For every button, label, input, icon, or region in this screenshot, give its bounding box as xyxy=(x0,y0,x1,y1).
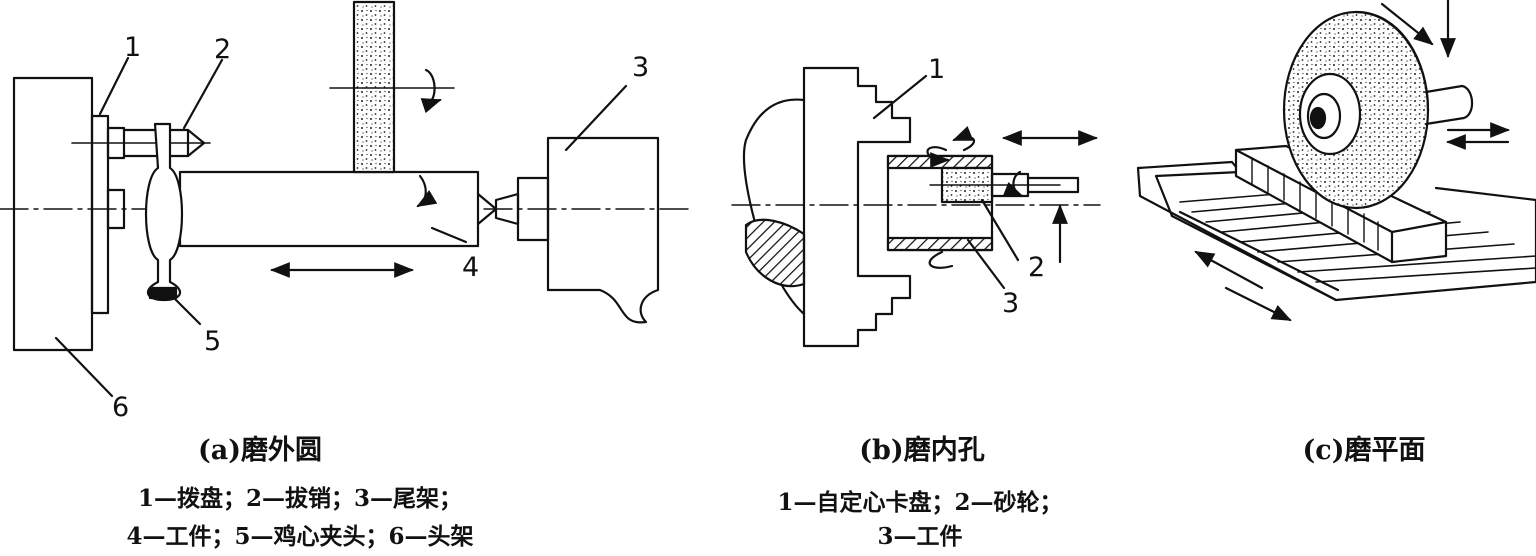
legend-b-line-2: 3—工件 xyxy=(877,523,963,550)
label-2-a: 2 xyxy=(214,34,231,65)
panel-b-drawing xyxy=(731,66,1101,348)
label-1-a: 1 xyxy=(124,32,141,63)
panel-b-part-numbers: 1 2 3 xyxy=(928,54,1045,319)
legend-a-line-2: 4—工件；5—鸡心夹头；6—头架 xyxy=(126,523,474,550)
machine-table xyxy=(1136,166,1536,302)
grinding-wheel xyxy=(352,0,396,174)
panel-a-drawing xyxy=(0,0,689,398)
label-3-b: 3 xyxy=(1002,288,1019,319)
drive-plate xyxy=(90,114,110,315)
label-4-a: 4 xyxy=(462,252,479,283)
label-6-a: 6 xyxy=(112,392,129,423)
legend-b: 1—自定心卡盘；2—砂轮； 3—工件 xyxy=(777,486,1062,554)
legend-b-line-1: 1—自定心卡盘；2—砂轮； xyxy=(777,489,1063,516)
dog-clamp xyxy=(144,122,184,302)
label-5-a: 5 xyxy=(204,326,221,357)
workpiece xyxy=(178,170,480,248)
legend-a: 1—拨盘；2—拔销；3—尾架； 4—工件；5—鸡心夹头；6—头架 xyxy=(126,480,473,556)
legend-a-line-1: 1—拨盘；2—拔销；3—尾架； xyxy=(137,485,463,512)
tailstock xyxy=(546,136,660,324)
caption-a: (a)磨外圆 xyxy=(197,435,323,466)
panel-c-drawing xyxy=(1136,0,1536,322)
caption-b: (b)磨内孔 xyxy=(859,435,985,466)
label-1-b: 1 xyxy=(928,54,945,85)
caption-c: (c)磨平面 xyxy=(1302,435,1426,466)
self-centering-chuck xyxy=(802,66,912,348)
headstock xyxy=(12,76,94,352)
panel-a-part-numbers: 1 2 3 4 5 6 xyxy=(112,32,649,423)
label-3-a: 3 xyxy=(632,52,649,83)
label-2-b: 2 xyxy=(1028,252,1045,283)
